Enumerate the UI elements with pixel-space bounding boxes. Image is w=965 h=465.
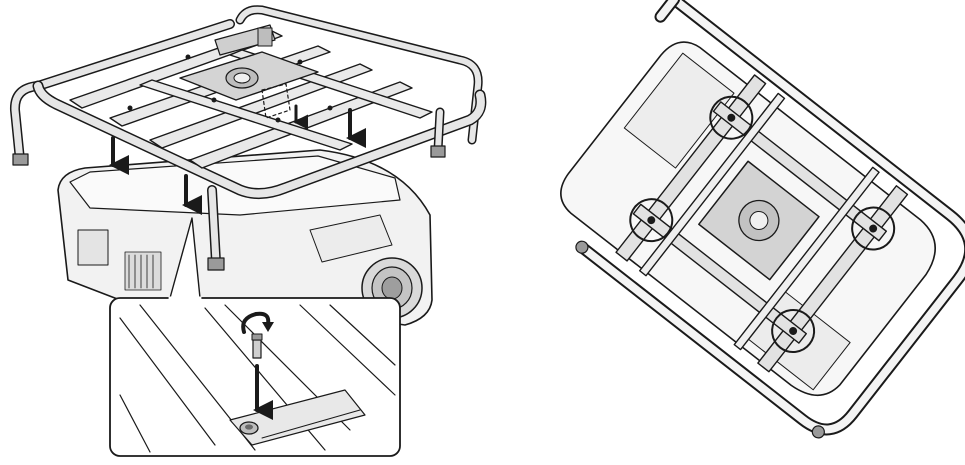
screw-icon — [239, 333, 263, 435]
mounting-frame — [9, 5, 487, 271]
projector-body — [57, 149, 433, 326]
circle-highlight-icon — [709, 95, 754, 140]
circle-highlight-icon — [771, 308, 816, 353]
installed-view — [560, 0, 965, 439]
vent-grille — [124, 251, 162, 291]
callout-pointer — [169, 217, 201, 299]
circle-highlight-icon — [629, 198, 674, 243]
detail-inset — [109, 296, 401, 457]
mounting-rails — [615, 74, 909, 373]
assembly-view — [9, 5, 487, 326]
rotate-arrow-icon — [241, 311, 274, 334]
center-plate — [698, 160, 820, 281]
circle-highlight-icon — [851, 206, 896, 251]
